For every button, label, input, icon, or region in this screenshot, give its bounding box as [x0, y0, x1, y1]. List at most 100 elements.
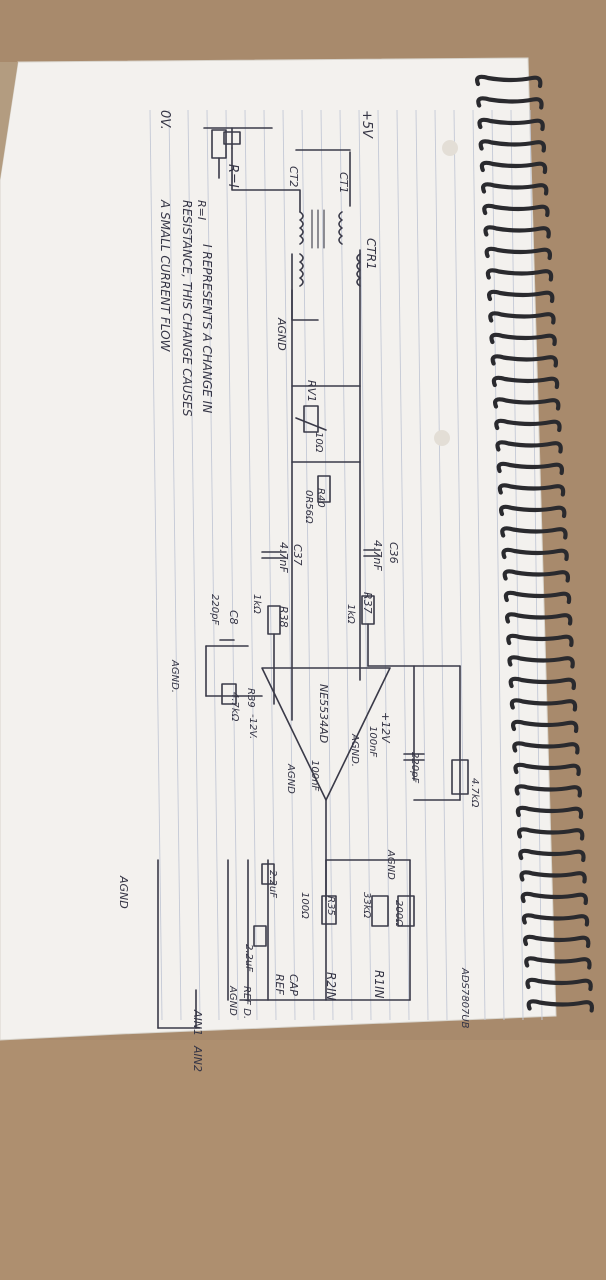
ruled-line	[396, 109, 410, 1021]
spiral-loop	[506, 633, 574, 648]
spiral-loop	[525, 977, 593, 992]
handwritten-label: REF	[273, 974, 286, 995]
spiral-loop	[479, 160, 548, 175]
spiral-loop	[513, 762, 581, 777]
spiral-loop	[489, 332, 557, 347]
handwritten-label: -12V.	[247, 714, 258, 740]
ruled-line	[453, 109, 467, 1021]
handwritten-label: 10Ω	[313, 432, 324, 453]
ruled-line	[491, 109, 505, 1021]
handwritten-label: AGND	[227, 986, 238, 1016]
handwritten-label: 4.7kΩ	[469, 778, 480, 808]
spiral-loop	[508, 676, 577, 691]
handwritten-label: RESISTANCE, THIS CHANGE CAUSES	[180, 200, 194, 417]
handwritten-label: C36	[387, 542, 400, 564]
spiral-loop	[483, 225, 551, 239]
spiral-loop	[500, 526, 568, 540]
ruled-line	[168, 109, 182, 1021]
handwritten-label: 0R56Ω	[303, 490, 314, 524]
spiral-loop	[491, 375, 560, 390]
handwritten-label: 0V.	[157, 110, 172, 130]
spiral-loop	[478, 139, 547, 153]
ruled-line	[301, 109, 315, 1021]
spiral-loop	[487, 289, 555, 304]
handwritten-label: 220pF	[409, 752, 420, 784]
handwritten-label: R2IN	[324, 972, 338, 1001]
spiral-loop	[518, 848, 586, 863]
handwritten-label: AIN2	[191, 1046, 204, 1072]
handwritten-label: CT2	[287, 166, 300, 188]
ruled-line	[244, 109, 258, 1021]
handwritten-label: 1kΩ	[251, 594, 262, 614]
handwritten-label: RV1	[305, 380, 318, 403]
handwritten-label: CAP	[287, 974, 300, 996]
handwritten-label: A SMALL CURRENT FLOW	[158, 200, 172, 352]
handwritten-label: 100nF	[309, 760, 320, 792]
handwritten-label: C37	[291, 544, 304, 566]
handwritten-label: C8	[227, 610, 240, 625]
spiral-loop	[512, 741, 580, 755]
handwritten-label: ADS7807UB	[459, 968, 470, 1029]
spiral-loop	[524, 956, 592, 970]
handwritten-label: AGND	[275, 318, 288, 351]
spiral-loop	[484, 246, 553, 261]
spiral-loop	[505, 612, 573, 626]
handwritten-label: +12V	[379, 712, 392, 743]
spiral-loop	[509, 698, 578, 712]
handwritten-label: R1IN	[372, 970, 386, 999]
handwritten-label: CTR1	[364, 238, 378, 270]
spiral-loop	[521, 913, 590, 927]
spiral-loop	[495, 440, 563, 454]
ruled-line	[415, 109, 429, 1021]
spiral-loop	[502, 569, 571, 583]
ruled-line	[358, 109, 372, 1021]
handwritten-label: 100nF	[367, 726, 378, 758]
ruled-line	[149, 109, 163, 1021]
ruled-line	[434, 109, 448, 1021]
ruled-line	[377, 109, 391, 1021]
ruled-line	[320, 109, 334, 1021]
handwritten-label: CT1	[337, 172, 350, 194]
spiral-loop	[477, 117, 545, 132]
spiral-loop	[490, 354, 559, 368]
handwritten-label: R37	[361, 592, 374, 614]
spiral-loop	[476, 96, 544, 110]
handwritten-label: +5V	[359, 110, 374, 139]
paper-page	[0, 57, 557, 1041]
handwritten-label: R40	[315, 488, 326, 508]
handwritten-label: AGND.	[169, 660, 180, 693]
handwritten-label: R=I	[195, 200, 208, 221]
spiral-loop	[515, 805, 584, 820]
ruled-line	[206, 109, 220, 1021]
handwritten-label: R38	[277, 606, 290, 628]
handwritten-label: R35	[325, 896, 336, 916]
handwritten-label: I REPRESENTS A CHANGE IN	[200, 244, 214, 414]
spiral-loop	[499, 504, 567, 519]
handwritten-label: 2.2uF	[267, 870, 278, 898]
ruled-line	[225, 109, 239, 1021]
spiral-loop	[519, 870, 587, 884]
handwritten-label: AGND	[385, 850, 396, 880]
spiral-loop	[493, 397, 561, 411]
handwritten-label: 33kΩ	[361, 892, 372, 919]
spiral-loop	[511, 719, 579, 734]
handwritten-label: AGND	[117, 876, 130, 909]
handwritten-label: AIN1	[191, 1010, 204, 1036]
punch-hole	[442, 140, 458, 156]
spiral-loop	[503, 590, 572, 605]
spiral-loop	[494, 418, 562, 433]
spiral-loop	[497, 483, 566, 497]
spiral-loop	[520, 891, 589, 906]
spiral-binding	[475, 74, 595, 1013]
handwritten-label: NE5534AD	[317, 684, 330, 744]
handwritten-label: 220pF	[209, 594, 220, 626]
handwritten-label: AGND.	[349, 734, 360, 767]
spiral-loop	[496, 461, 565, 476]
spiral-loop	[481, 182, 549, 196]
ruled-line	[510, 109, 524, 1021]
handwritten-label: 100Ω	[299, 892, 310, 919]
handwritten-label: R=I	[225, 164, 240, 188]
spiral-loop	[482, 203, 550, 218]
spiral-loop	[485, 268, 554, 282]
